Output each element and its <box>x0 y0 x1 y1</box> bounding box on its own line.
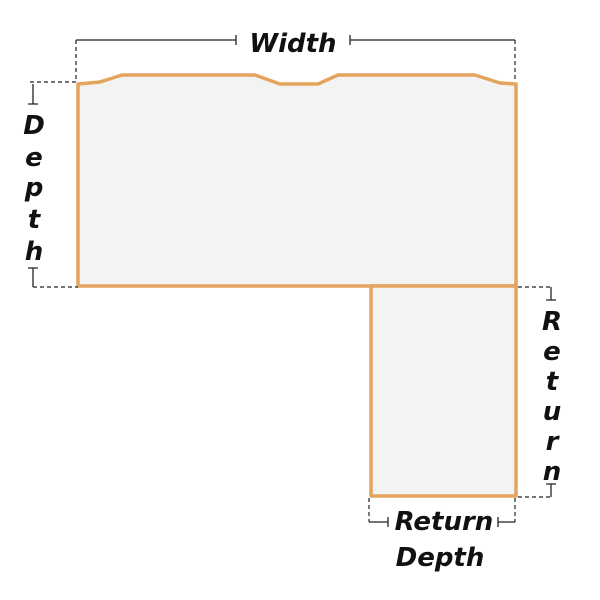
return-letter: u <box>543 397 562 427</box>
return-section <box>369 284 518 498</box>
return-depth-label-line2: Depth <box>396 543 485 573</box>
depth-letter: p <box>24 173 44 203</box>
depth-letter: t <box>28 205 42 235</box>
return-letter: r <box>546 427 561 457</box>
depth-letter: D <box>23 111 45 141</box>
return-depth-dimension: Return Depth <box>368 498 516 573</box>
return-letter: R <box>542 307 562 337</box>
main-desk-top <box>76 73 518 288</box>
depth-letter: e <box>25 143 43 173</box>
return-letter: n <box>543 457 562 487</box>
return-dimension: R e t u r n <box>518 286 562 498</box>
depth-dimension: D e p t h <box>23 81 78 288</box>
width-dimension: Width <box>75 29 516 80</box>
return-depth-label-line1: Return <box>395 507 494 537</box>
depth-letter: h <box>25 237 44 267</box>
width-label: Width <box>249 29 336 59</box>
return-letter: e <box>543 337 561 367</box>
return-letter: t <box>546 367 560 397</box>
